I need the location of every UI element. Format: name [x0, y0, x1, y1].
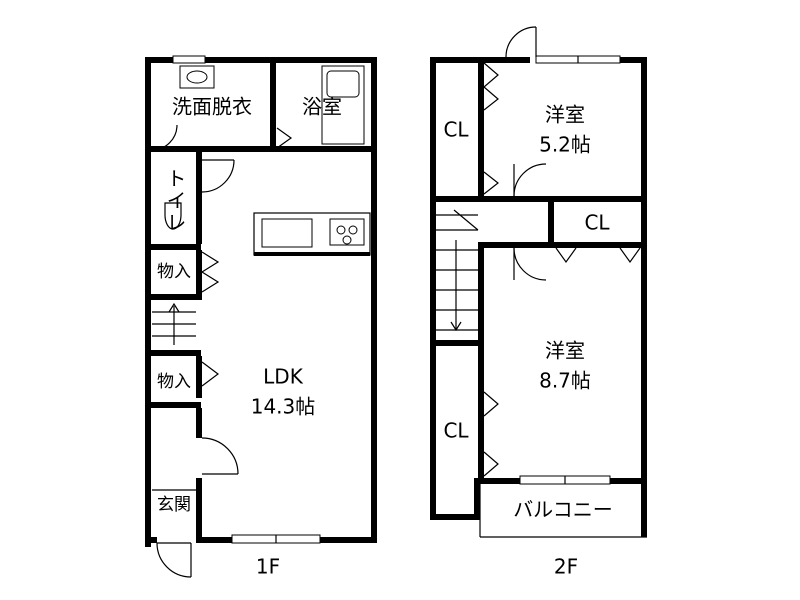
floor-2f	[430, 26, 647, 538]
floor-label-2f: 2F	[554, 555, 578, 579]
floor-1f	[145, 55, 377, 578]
floor-label-1f: 1F	[256, 555, 280, 579]
room-label-closet-c: CL	[443, 419, 469, 443]
room-size-western-room-a: 5.2帖	[539, 133, 591, 157]
room-label-storage-2: 物入	[157, 372, 191, 392]
room-label-toilet: トイレ	[163, 168, 187, 234]
room-label-closet-b: CL	[584, 211, 610, 235]
room-label-closet-a: CL	[443, 118, 469, 142]
room-size-western-room-b: 8.7帖	[539, 369, 591, 393]
room-label-ldk: LDK	[263, 365, 304, 389]
room-label-washroom: 洗面脱衣	[172, 95, 252, 119]
room-size-ldk: 14.3帖	[251, 395, 316, 419]
room-label-entrance: 玄関	[157, 495, 191, 515]
room-label-bath: 浴室	[302, 95, 342, 119]
room-label-balcony: バルコニー	[513, 498, 613, 522]
room-label-western-room-b: 洋室	[545, 339, 585, 363]
room-label-storage-1: 物入	[157, 262, 191, 282]
room-label-western-room-a: 洋室	[545, 103, 585, 127]
